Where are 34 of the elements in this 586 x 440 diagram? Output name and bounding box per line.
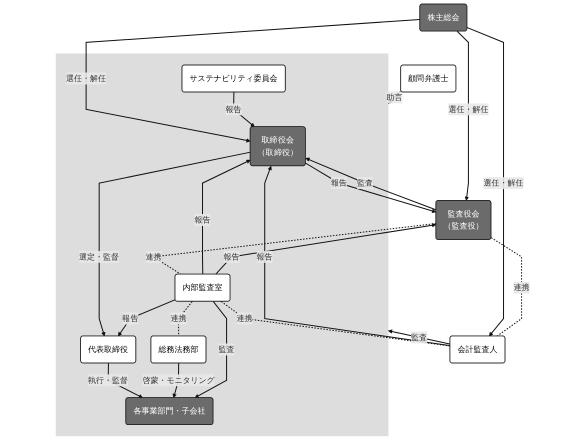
edge-label: 啓蒙・モニタリング <box>142 375 215 385</box>
edge-label: 報告 <box>122 314 138 324</box>
edge-label: 執行・監督 <box>88 375 128 385</box>
connector <box>178 301 193 336</box>
connector <box>221 301 450 347</box>
edge-label: 監査 <box>411 332 428 342</box>
edge-label: 報告 <box>256 252 273 262</box>
arrow <box>86 18 420 143</box>
arrow <box>118 299 176 336</box>
edge-label: 監査 <box>218 344 235 354</box>
edge-label: 連携 <box>145 252 162 262</box>
edge-label: 監査 <box>357 178 374 188</box>
arrow <box>98 152 251 336</box>
arrow <box>233 92 255 128</box>
arrow <box>467 27 504 336</box>
edge-label: 連携 <box>236 314 253 324</box>
edge-label: 選任・解任 <box>66 74 106 84</box>
edge-label: 助言 <box>386 92 403 102</box>
edge-label: 報告 <box>224 252 240 262</box>
arrow <box>264 166 450 346</box>
edge-label: 報告 <box>194 214 211 225</box>
edge-label: 連携 <box>514 282 530 292</box>
arrow <box>194 301 228 398</box>
arrow <box>457 31 470 201</box>
edge-label: 連携 <box>170 314 187 324</box>
arrow <box>215 223 436 275</box>
edge-label: 選任・解任 <box>484 178 524 188</box>
edge-label: 報告 <box>226 104 242 114</box>
edge-label: 報告 <box>331 178 348 188</box>
edge-label: 選定・監督 <box>79 252 120 262</box>
edge-label: 選任・解任 <box>448 104 489 114</box>
arrow <box>202 160 251 274</box>
connector <box>491 237 522 337</box>
arrow <box>388 329 450 344</box>
